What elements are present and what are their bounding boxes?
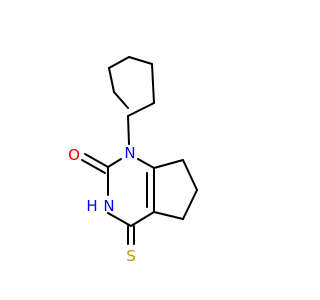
bond-c4-c4a bbox=[130, 211, 155, 227]
bond-cp3-cp4 bbox=[108, 56, 130, 69]
bond-c7a-c7 bbox=[153, 159, 184, 169]
n1-atom-label: N bbox=[124, 144, 135, 162]
n3-atom-label: N bbox=[103, 197, 114, 215]
bonds bbox=[81, 56, 198, 245]
bond-c7a-n1 bbox=[137, 158, 155, 169]
bond-cp5-cp1 bbox=[151, 63, 155, 104]
bond-c6-c5 bbox=[182, 189, 198, 220]
bond-cp4-cp5 bbox=[128, 56, 153, 65]
bond-n1-cyclopentyl bbox=[127, 115, 130, 145]
bond-cp2-cp3 bbox=[108, 67, 115, 93]
n3-hydrogen-label: H bbox=[86, 197, 97, 215]
bond-cp5b-cp1 bbox=[127, 102, 155, 117]
chemical-structure: O N N H S bbox=[68, 56, 198, 265]
bond-c2-o-1 bbox=[84, 153, 109, 168]
sulfur-atom-label: S bbox=[126, 247, 136, 265]
bond-n1-c2 bbox=[107, 158, 122, 168]
bond-cp1-cp2 bbox=[113, 91, 129, 109]
bond-c2-o-2 bbox=[81, 159, 106, 174]
bond-c5-c4a bbox=[153, 211, 184, 220]
atom-labels: O N N H S bbox=[68, 144, 136, 265]
bond-c7-c6 bbox=[182, 159, 198, 191]
bond-n3-c4 bbox=[107, 212, 132, 227]
oxygen-atom-label: O bbox=[68, 146, 80, 164]
